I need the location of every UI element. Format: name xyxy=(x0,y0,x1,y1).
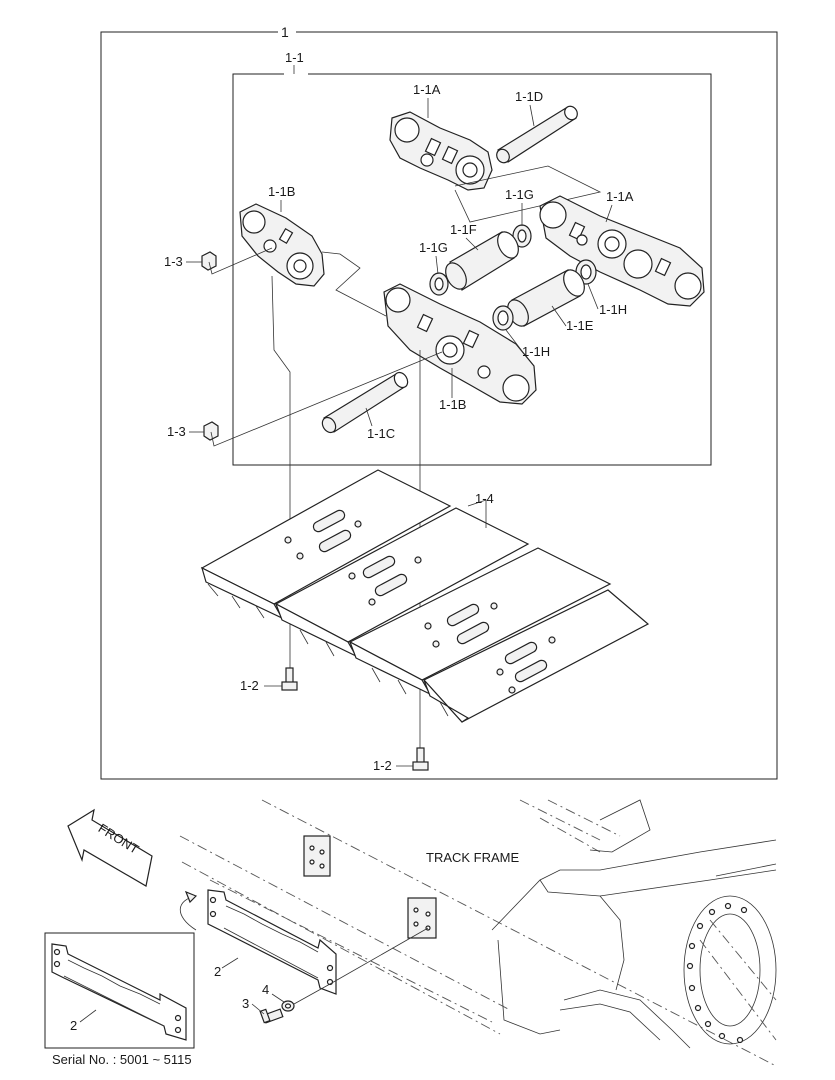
label-nut-1-3-upper: 1-3 xyxy=(164,254,183,269)
label-link-1-1b-left: 1-1B xyxy=(268,184,295,199)
bushing-1-1e xyxy=(507,269,585,327)
label-seal-1-1g-left: 1-1G xyxy=(419,240,448,255)
label-seal-1-1h-right: 1-1H xyxy=(599,302,627,317)
track-frame: TRACK FRAME xyxy=(179,799,777,1067)
label-track-frame: TRACK FRAME xyxy=(426,850,520,865)
label-pin-1-1c: 1-1C xyxy=(367,426,395,441)
nut-1-3-upper xyxy=(201,247,273,275)
guard-inset-box: 2 xyxy=(44,932,195,1049)
washer-4 xyxy=(281,983,331,1012)
serial-number: Serial No. : 5001 ~ 5115 xyxy=(52,1052,192,1067)
bolt-circle xyxy=(686,902,748,1044)
label-sub-assembly: 1-1 xyxy=(285,50,304,65)
label-seal-1-1h-center: 1-1H xyxy=(522,344,550,359)
bolt-3 xyxy=(259,1008,284,1024)
label-shoe-1-4: 1-4 xyxy=(475,491,494,506)
front-arrow: FRONT xyxy=(67,808,153,887)
link-1-1a-right xyxy=(539,195,705,307)
link-1-1a-top xyxy=(389,111,493,191)
pin-1-1c xyxy=(321,371,409,434)
mounting-pad-1 xyxy=(303,835,331,877)
nut-1-3-lower xyxy=(203,351,443,447)
label-washer-4: 4 xyxy=(262,982,269,997)
label-bolt-1-2-center: 1-2 xyxy=(373,758,392,773)
bushing-1-1f xyxy=(445,231,519,291)
label-pin-1-1d: 1-1D xyxy=(515,89,543,104)
mounting-pad-2 xyxy=(407,897,437,939)
bolt-1-2-left xyxy=(264,667,298,691)
label-bushing-1-1e: 1-1E xyxy=(566,318,594,333)
label-link-1-1b-center: 1-1B xyxy=(439,397,466,412)
link-1-1b-left xyxy=(239,203,325,287)
label-link-1-1a-right: 1-1A xyxy=(606,189,634,204)
label-nut-1-3-lower: 1-3 xyxy=(167,424,186,439)
label-bolt-3: 3 xyxy=(242,996,249,1011)
seal-1-1g-left xyxy=(429,272,449,296)
pin-1-1d xyxy=(496,105,578,164)
label-bolt-1-2-left: 1-2 xyxy=(240,678,259,693)
bolt-1-2-center xyxy=(396,747,429,771)
guard-2-main xyxy=(179,889,429,995)
link-1-1b-center xyxy=(383,283,537,405)
seal-1-1h-center xyxy=(492,305,514,331)
label-link-1-1a-top: 1-1A xyxy=(413,82,441,97)
sub-assembly-frame: 1-1 xyxy=(232,50,712,466)
label-guard-inset: 2 xyxy=(70,1018,77,1033)
label-bushing-1-1f: 1-1F xyxy=(450,222,477,237)
label-seal-1-1g-right: 1-1G xyxy=(505,187,534,202)
label-assembly: 1 xyxy=(281,24,289,40)
assembly-frame: 1 xyxy=(100,24,778,780)
track-shoes-1-4 xyxy=(200,469,650,723)
label-guard-2: 2 xyxy=(214,964,221,979)
